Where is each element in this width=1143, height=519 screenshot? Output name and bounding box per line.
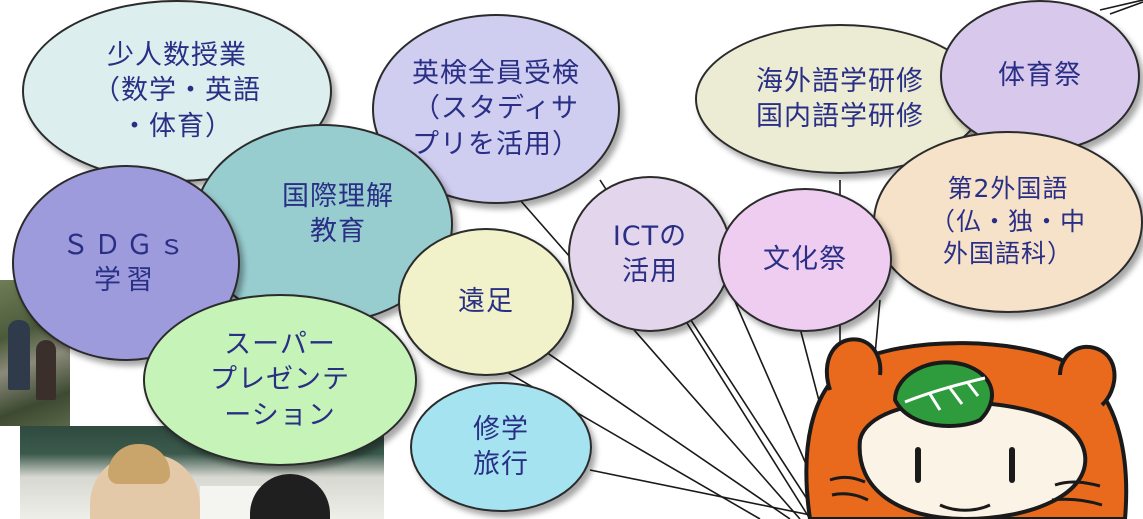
bubble-sports: 体育祭: [940, 0, 1140, 152]
bubble-intl-text: 国際理解 教育: [282, 180, 394, 247]
bubble-abroad-text: 海外語学研修 国内語学研修: [756, 65, 924, 132]
student-figure: [36, 340, 56, 400]
student-head: [250, 474, 330, 519]
mascot-character: [804, 337, 1129, 519]
bubble-sports-text: 体育祭: [998, 60, 1082, 92]
bubble-second-lang-text: 第2外国語 （仏・独・中 外国語科）: [929, 174, 1086, 269]
teacher-hair: [108, 444, 170, 484]
bubble-small-class-text: 少人数授業 （数学・英語 ・体育）: [93, 40, 261, 142]
bubble-sdgs-text: ＳＤＧｓ 学習: [62, 229, 190, 296]
bubble-second-lang: 第2外国語 （仏・独・中 外国語科）: [873, 131, 1143, 313]
bubble-presentation-text: スーパー プレゼンテ ーション: [210, 329, 350, 431]
bubble-bunka: 文化祭: [718, 188, 892, 332]
bubble-ensoku: 遠足: [398, 228, 574, 376]
student-figure: [8, 320, 30, 390]
bubble-bunka-text: 文化祭: [763, 244, 847, 276]
bubble-eiken-text: 英検全員受検 （スタディサ プリを活用）: [412, 58, 580, 160]
bubble-trip-text: 修学 旅行: [473, 413, 529, 480]
bubble-small-class: 少人数授業 （数学・英語 ・体育）: [22, 0, 332, 182]
bubble-presentation: スーパー プレゼンテ ーション: [143, 294, 417, 466]
bubble-ict-text: ICTの 活用: [612, 220, 688, 287]
bubble-trip: 修学 旅行: [410, 382, 592, 512]
bubble-ict: ICTの 活用: [568, 176, 732, 332]
bubble-ensoku-text: 遠足: [458, 286, 514, 318]
